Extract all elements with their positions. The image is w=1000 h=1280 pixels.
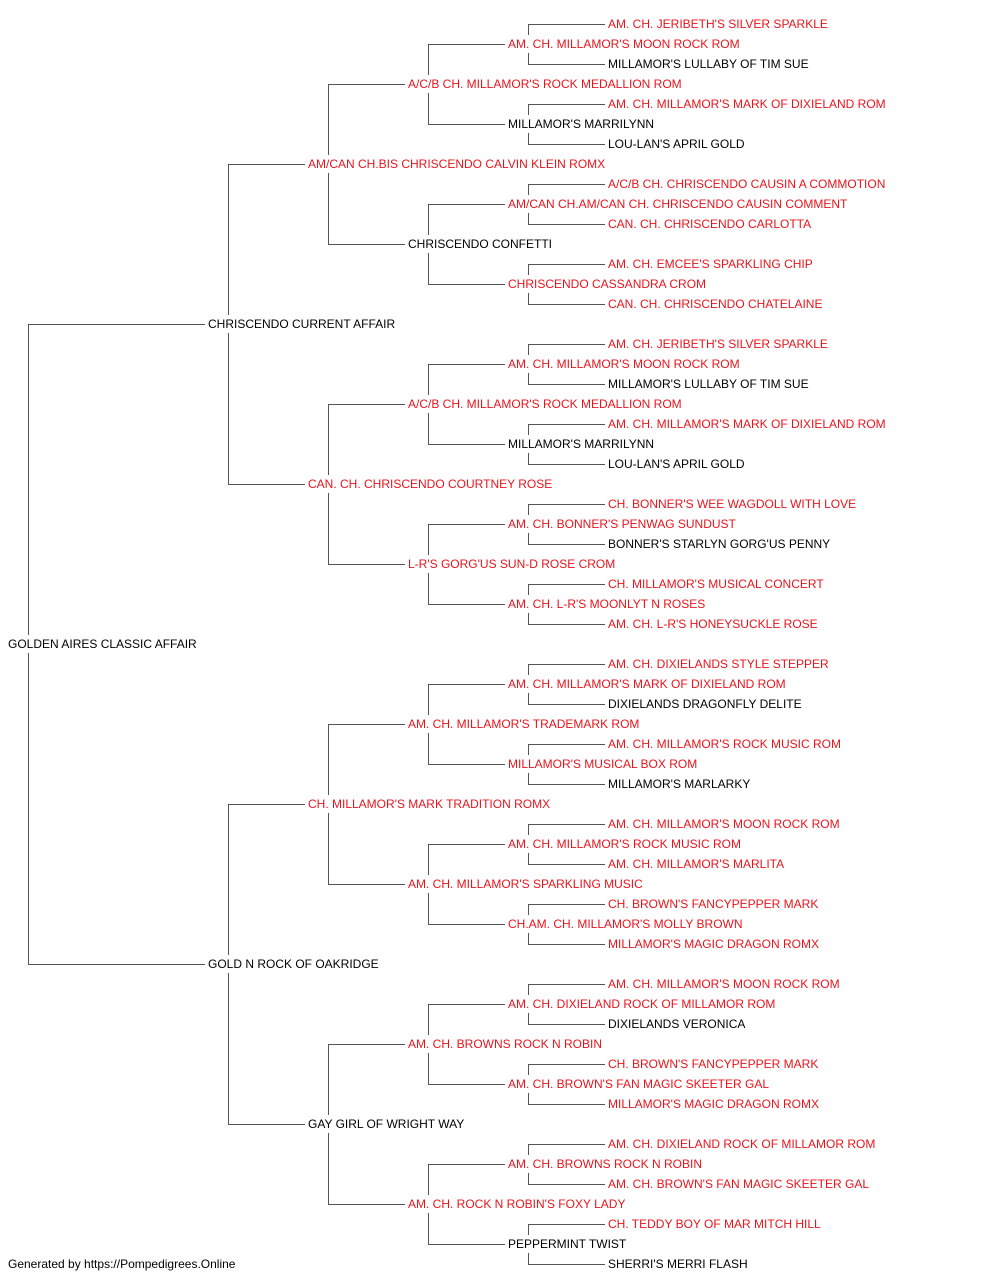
ancestor-name: CHRISCENDO CURRENT AFFAIR — [208, 317, 396, 331]
ancestor-name: AM. CH. BROWNS ROCK N ROBIN — [508, 1157, 703, 1171]
ancestor-name: CH. BROWN'S FANCYPEPPER MARK — [608, 1057, 819, 1071]
ancestor-name: MILLAMOR'S MUSICAL BOX ROM — [508, 757, 698, 771]
ancestor-name: AM. CH. DIXIELAND ROCK OF MILLAMOR ROM — [508, 997, 776, 1011]
ancestor-name: L-R'S GORG'US SUN-D ROSE CROM — [408, 557, 616, 571]
ancestor-name: AM. CH. MILLAMOR'S MOON ROCK ROM — [608, 817, 840, 831]
ancestor-name: AM. CH. EMCEE'S SPARKLING CHIP — [608, 257, 813, 271]
ancestor-name: AM. CH. MILLAMOR'S TRADEMARK ROM — [408, 717, 640, 731]
ancestor-name: MILLAMOR'S MAGIC DRAGON ROMX — [608, 937, 819, 951]
ancestor-name: CH. TEDDY BOY OF MAR MITCH HILL — [608, 1217, 821, 1231]
ancestor-name: CH. MILLAMOR'S MARK TRADITION ROMX — [308, 797, 551, 811]
ancestor-name: CH. BROWN'S FANCYPEPPER MARK — [608, 897, 819, 911]
ancestor-name: AM. CH. BROWNS ROCK N ROBIN — [408, 1037, 603, 1051]
ancestor-name: AM/CAN CH.BIS CHRISCENDO CALVIN KLEIN RO… — [308, 157, 606, 171]
ancestor-name: AM. CH. MILLAMOR'S MARK OF DIXIELAND ROM — [608, 417, 886, 431]
ancestor-name: AM. CH. MILLAMOR'S MARK OF DIXIELAND ROM — [508, 677, 786, 691]
ancestor-name: MILLAMOR'S MARRILYNN — [508, 437, 655, 451]
ancestor-name: GOLD N ROCK OF OAKRIDGE — [208, 957, 379, 971]
ancestor-name: AM. CH. BROWN'S FAN MAGIC SKEETER GAL — [608, 1177, 869, 1191]
ancestor-name: AM. CH. DIXIELAND ROCK OF MILLAMOR ROM — [608, 1137, 876, 1151]
ancestor-name: CH. MILLAMOR'S MUSICAL CONCERT — [608, 577, 824, 591]
ancestor-name: AM. CH. MILLAMOR'S ROCK MUSIC ROM — [608, 737, 841, 751]
ancestor-name: AM. CH. BROWN'S FAN MAGIC SKEETER GAL — [508, 1077, 769, 1091]
ancestor-name: CH. BONNER'S WEE WAGDOLL WITH LOVE — [608, 497, 857, 511]
ancestor-name: AM. CH. MILLAMOR'S MARK OF DIXIELAND ROM — [608, 97, 886, 111]
ancestor-name: CAN. CH. CHRISCENDO CARLOTTA — [608, 217, 812, 231]
ancestor-name: AM. CH. MILLAMOR'S MARLITA — [608, 857, 785, 871]
ancestor-name: MILLAMOR'S LULLABY OF TIM SUE — [608, 377, 809, 391]
ancestor-name: SHERRI'S MERRI FLASH — [608, 1257, 748, 1271]
subject-dog-name: GOLDEN AIRES CLASSIC AFFAIR — [8, 637, 197, 651]
ancestor-name: AM. CH. MILLAMOR'S MOON ROCK ROM — [608, 977, 840, 991]
ancestor-name: AM. CH. ROCK N ROBIN'S FOXY LADY — [408, 1197, 626, 1211]
ancestor-name: AM. CH. BONNER'S PENWAG SUNDUST — [508, 517, 736, 531]
ancestor-name: DIXIELANDS VERONICA — [608, 1017, 746, 1031]
ancestor-name: AM. CH. JERIBETH'S SILVER SPARKLE — [608, 337, 828, 351]
ancestor-name: CAN. CH. CHRISCENDO CHATELAINE — [608, 297, 823, 311]
ancestor-name: A/C/B CH. MILLAMOR'S ROCK MEDALLION ROM — [408, 77, 682, 91]
ancestor-name: A/C/B CH. CHRISCENDO CAUSIN A COMMOTION — [608, 177, 886, 191]
generated-by-footer: Generated by https://Pompedigrees.Online — [8, 1257, 236, 1271]
ancestor-name: AM. CH. L-R'S MOONLYT N ROSES — [508, 597, 706, 611]
ancestor-name: AM. CH. DIXIELANDS STYLE STEPPER — [608, 657, 829, 671]
ancestor-name: AM. CH. JERIBETH'S SILVER SPARKLE — [608, 17, 828, 31]
ancestor-name: MILLAMOR'S MAGIC DRAGON ROMX — [608, 1097, 819, 1111]
ancestor-name: CH.AM. CH. MILLAMOR'S MOLLY BROWN — [508, 917, 743, 931]
ancestor-name: LOU-LAN'S APRIL GOLD — [608, 457, 745, 471]
ancestor-name: GAY GIRL OF WRIGHT WAY — [308, 1117, 465, 1131]
ancestor-name: CAN. CH. CHRISCENDO COURTNEY ROSE — [308, 477, 553, 491]
ancestor-name: AM. CH. MILLAMOR'S MOON ROCK ROM — [508, 357, 740, 371]
ancestor-name: A/C/B CH. MILLAMOR'S ROCK MEDALLION ROM — [408, 397, 682, 411]
ancestor-name: CHRISCENDO CONFETTI — [408, 237, 552, 251]
ancestor-name: MILLAMOR'S MARLARKY — [608, 777, 751, 791]
ancestor-name: MILLAMOR'S MARRILYNN — [508, 117, 655, 131]
ancestor-name: AM. CH. MILLAMOR'S ROCK MUSIC ROM — [508, 837, 741, 851]
ancestor-name: BONNER'S STARLYN GORG'US PENNY — [608, 537, 831, 551]
ancestor-name: MILLAMOR'S LULLABY OF TIM SUE — [608, 57, 809, 71]
ancestor-name: AM/CAN CH.AM/CAN CH. CHRISCENDO CAUSIN C… — [508, 197, 848, 211]
ancestor-name: CHRISCENDO CASSANDRA CROM — [508, 277, 707, 291]
ancestor-name: DIXIELANDS DRAGONFLY DELITE — [608, 697, 802, 711]
ancestor-name: AM. CH. MILLAMOR'S SPARKLING MUSIC — [408, 877, 643, 891]
ancestor-name: AM. CH. MILLAMOR'S MOON ROCK ROM — [508, 37, 740, 51]
ancestor-name: PEPPERMINT TWIST — [508, 1237, 627, 1251]
ancestor-name: AM. CH. L-R'S HONEYSUCKLE ROSE — [608, 617, 818, 631]
ancestor-name: LOU-LAN'S APRIL GOLD — [608, 137, 745, 151]
